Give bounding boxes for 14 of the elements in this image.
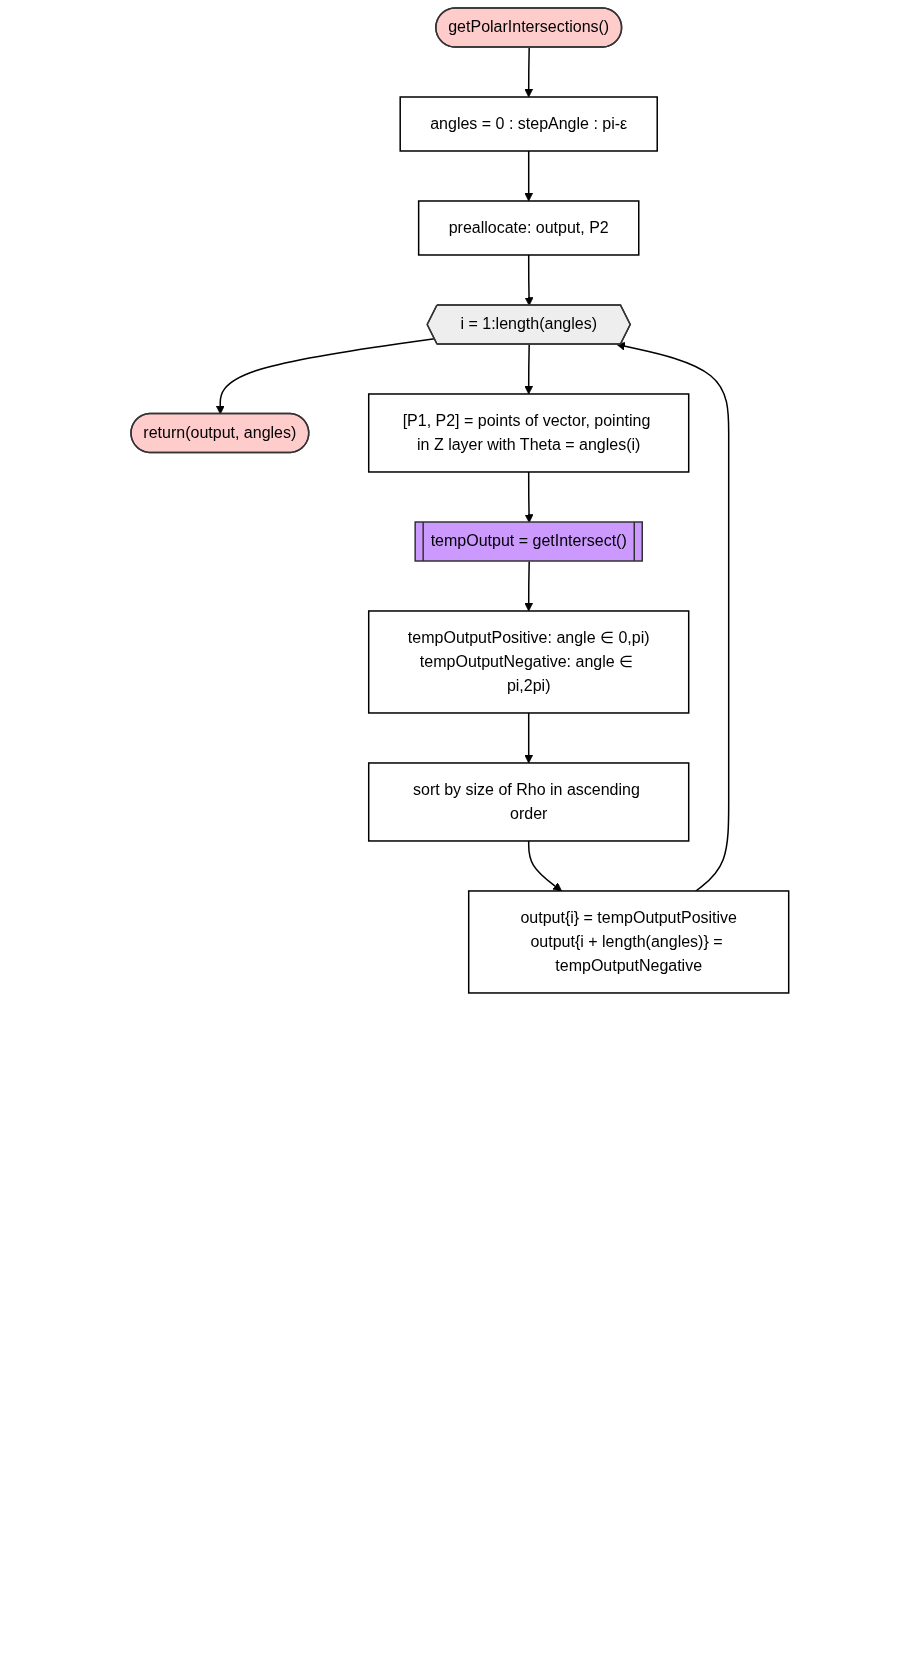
node-box: preallocate: output, P2 (418, 200, 640, 256)
arrow (524, 254, 534, 306)
arrow (524, 560, 534, 612)
node-box: [P1, P2] = points of vector, pointing in Z layer with Theta = angles(i) (368, 393, 690, 473)
arrow (524, 150, 534, 202)
node-box: sort by size of Rho in ascending order (368, 762, 690, 842)
node-box: output{i} = tempOutputPositive output{i + length(angles)} = tempOutputNegative (468, 890, 790, 994)
node-box: angles = 0 : stepAngle : pi-ε (399, 96, 659, 152)
arrow (524, 712, 534, 764)
arrow (524, 343, 534, 395)
arrow (616, 341, 730, 892)
node-box: tempOutputPositive: angle ∈ 0,pi) tempOutputNegative: angle ∈ pi,2pi) (368, 610, 690, 714)
arrow (528, 840, 563, 892)
arrow (524, 46, 534, 98)
